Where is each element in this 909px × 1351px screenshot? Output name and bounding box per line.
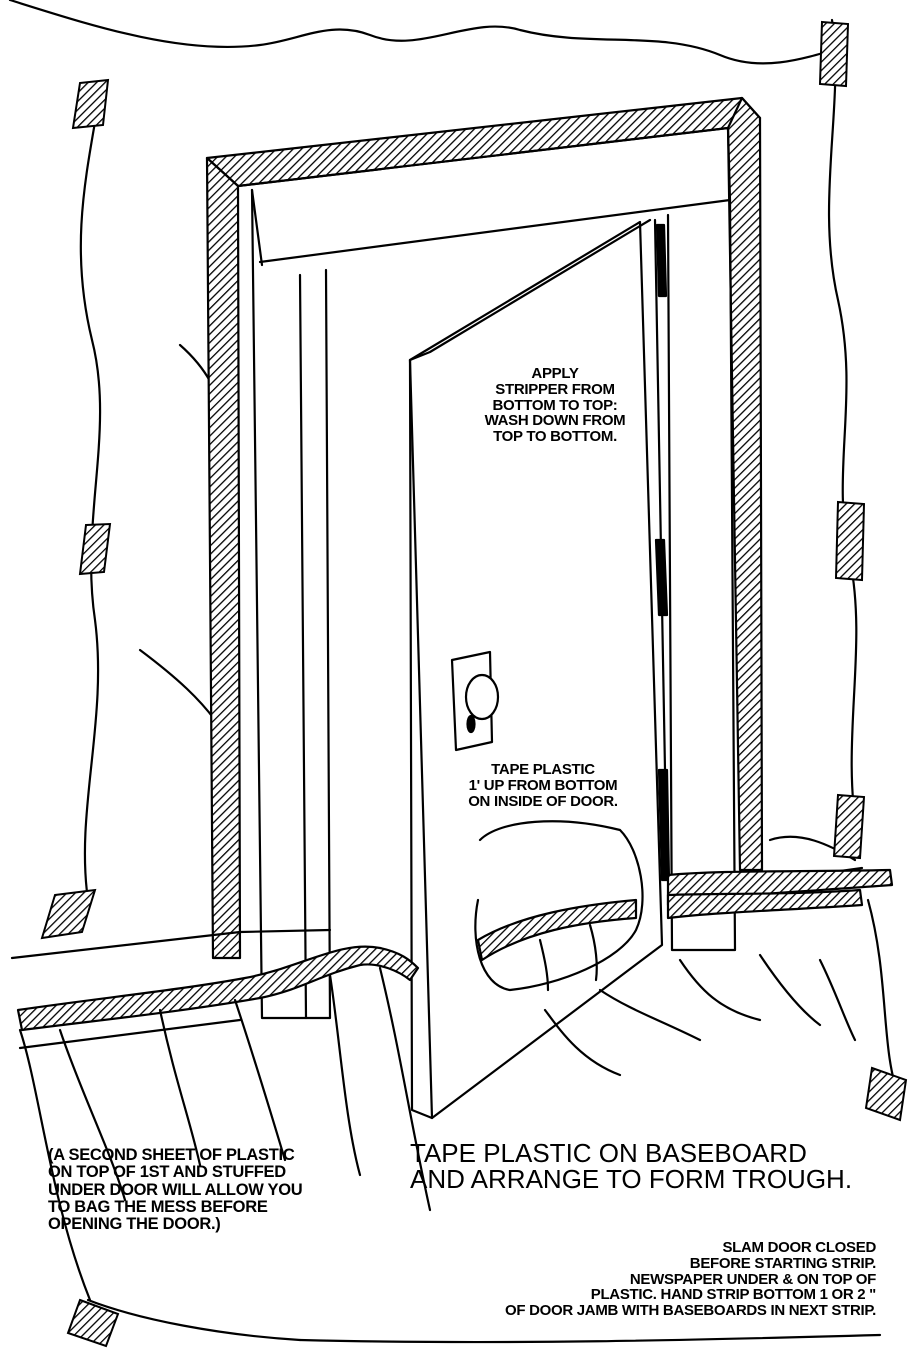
wall-tape-5 bbox=[42, 890, 95, 938]
door-note-line: STRIPPER FROM bbox=[440, 382, 670, 398]
door-note-line: BOTTOM TO TOP: bbox=[440, 398, 670, 414]
second-sheet-note-line: ON TOP OF 1ST AND STUFFED bbox=[48, 1164, 408, 1181]
wall-tape-1 bbox=[73, 80, 108, 128]
casing-tape-left bbox=[207, 158, 240, 958]
floor-fold-3 bbox=[235, 1000, 285, 1160]
trough-note-line: TAPE PLASTIC ON BASEBOARD bbox=[410, 1140, 890, 1166]
floor-fold-9 bbox=[760, 955, 820, 1025]
tape-door-note-line: TAPE PLASTIC bbox=[418, 762, 668, 778]
wall-plastic-top-edge bbox=[10, 0, 840, 63]
baseboard-tape-right-2 bbox=[668, 890, 862, 918]
slam-note-line: SLAM DOOR CLOSED bbox=[320, 1240, 876, 1256]
wall-plastic-fold-2 bbox=[140, 650, 215, 720]
door-knob bbox=[466, 675, 498, 719]
tape-door-note: TAPE PLASTIC 1' UP FROM BOTTOM ON INSIDE… bbox=[418, 762, 668, 809]
wall-tape-6 bbox=[834, 795, 864, 858]
trough-note: TAPE PLASTIC ON BASEBOARD AND ARRANGE TO… bbox=[410, 1140, 890, 1192]
slam-door-note: SLAM DOOR CLOSED BEFORE STARTING STRIP. … bbox=[320, 1240, 876, 1319]
left-jamb-stop bbox=[300, 275, 306, 1018]
left-jamb bbox=[252, 190, 330, 1018]
second-sheet-note-line: OPENING THE DOOR.) bbox=[48, 1216, 408, 1233]
right-jamb bbox=[668, 200, 735, 950]
trough-note-line: AND ARRANGE TO FORM TROUGH. bbox=[410, 1166, 890, 1192]
floor-fold-8 bbox=[680, 960, 760, 1020]
floor-fold-2 bbox=[160, 1010, 200, 1165]
door-note-line: WASH DOWN FROM bbox=[440, 413, 670, 429]
tape-door-note-line: ON INSIDE OF DOOR. bbox=[418, 794, 668, 810]
slam-note-line: BEFORE STARTING STRIP. bbox=[320, 1256, 876, 1272]
floor-tape-1 bbox=[866, 1068, 906, 1120]
wall-tape-3 bbox=[80, 524, 110, 574]
casing-tape-top bbox=[207, 98, 760, 186]
floor-fold-7 bbox=[600, 990, 700, 1040]
wall-plastic-left-edge bbox=[81, 105, 100, 900]
wall-tape-4 bbox=[836, 502, 864, 580]
door-slab bbox=[410, 222, 662, 1118]
slam-note-line: NEWSPAPER UNDER & ON TOP OF bbox=[320, 1272, 876, 1288]
second-sheet-note-line: TO BAG THE MESS BEFORE bbox=[48, 1199, 408, 1216]
second-sheet-note-line: UNDER DOOR WILL ALLOW YOU bbox=[48, 1182, 408, 1199]
wall-tape-2 bbox=[820, 22, 848, 86]
door-note-line: TOP TO BOTTOM. bbox=[440, 429, 670, 445]
slam-note-line: OF DOOR JAMB WITH BASEBOARDS IN NEXT STR… bbox=[320, 1303, 876, 1319]
keyhole bbox=[468, 716, 475, 732]
door-note-line: APPLY bbox=[440, 366, 670, 382]
door-stripper-note: APPLY STRIPPER FROM BOTTOM TO TOP: WASH … bbox=[440, 366, 670, 445]
floor-plastic-bottom-edge bbox=[88, 1300, 300, 1340]
door-hinge-strip bbox=[657, 225, 666, 296]
slam-note-line: PLASTIC. HAND STRIP BOTTOM 1 OR 2 " bbox=[320, 1287, 876, 1303]
second-sheet-note-line: (A SECOND SHEET OF PLASTIC bbox=[48, 1147, 408, 1164]
floor-fold-10 bbox=[820, 960, 855, 1040]
wall-plastic-right-edge bbox=[829, 20, 858, 840]
floor-fold-4 bbox=[330, 975, 360, 1175]
second-sheet-note: (A SECOND SHEET OF PLASTIC ON TOP OF 1ST… bbox=[48, 1147, 408, 1234]
floor-plastic-bottom-edge-2 bbox=[300, 1335, 880, 1342]
tape-door-note-line: 1' UP FROM BOTTOM bbox=[418, 778, 668, 794]
